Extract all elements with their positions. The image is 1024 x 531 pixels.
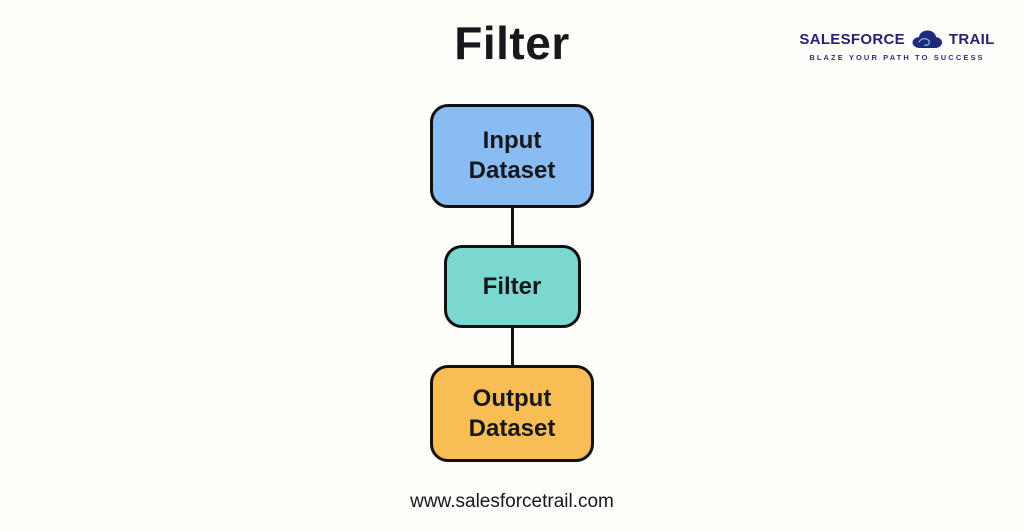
logo-brand-right: TRAIL xyxy=(948,30,995,48)
connector-input-to-filter xyxy=(510,208,514,245)
page-title: Filter xyxy=(454,17,570,69)
filter-flow-diagram: Input Dataset Filter Output Dataset xyxy=(0,104,1024,462)
logo-brand-left: SALESFORCE xyxy=(799,30,905,48)
logo-brand-row: SALESFORCE TRAIL xyxy=(799,28,994,50)
node-output-dataset-label: Output Dataset xyxy=(468,384,556,442)
cloud-icon xyxy=(912,30,942,48)
salesforce-trail-logo: SALESFORCE TRAIL BLAZE YOUR PATH TO SUCC… xyxy=(799,28,994,62)
node-filter-label: Filter xyxy=(482,272,542,300)
node-input-dataset: Input Dataset xyxy=(430,104,594,208)
node-output-dataset: Output Dataset xyxy=(430,365,594,462)
node-input-dataset-label: Input Dataset xyxy=(468,127,556,184)
footer-website-url: www.salesforcetrail.com xyxy=(410,491,614,512)
node-filter: Filter xyxy=(443,245,581,328)
logo-tagline: BLAZE YOUR PATH TO SUCCESS xyxy=(809,53,985,62)
connector-filter-to-output xyxy=(510,328,514,365)
